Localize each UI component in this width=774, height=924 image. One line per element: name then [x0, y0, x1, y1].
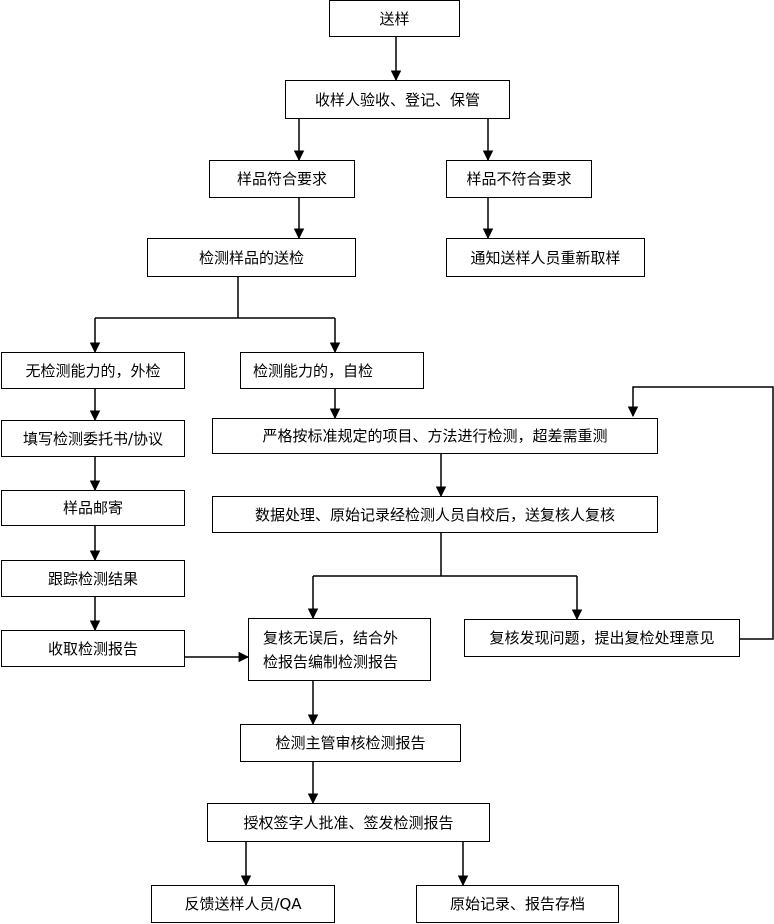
node-no-capability-external: 无检测能力的，外检: [1, 352, 185, 389]
node-sample-not-meets: 样品不符合要求: [446, 160, 592, 198]
node-authorize-issue: 授权签字人批准、签发检测报告: [207, 803, 490, 842]
node-send-sample: 送样: [329, 0, 460, 37]
node-fill-commission-form: 填写检测委托书/协议: [1, 420, 185, 457]
node-review-ok-line-1: 复核无误后，结合外: [263, 628, 399, 647]
node-supervisor-review: 检测主管审核检测报告: [240, 724, 461, 762]
node-archive: 原始记录、报告存档: [416, 885, 619, 923]
node-review-ok-line-2: 检报告编制检测报告: [263, 652, 399, 671]
node-track-results: 跟踪检测结果: [1, 560, 185, 597]
node-review-ok-compile: 复核无误后，结合外 检报告编制检测报告: [248, 618, 431, 681]
node-mail-sample: 样品邮寄: [1, 490, 185, 526]
node-capability-self: 检测能力的，自检: [240, 352, 424, 389]
node-strict-test: 严格按标准规定的项目、方法进行检测，超差需重测: [212, 418, 658, 454]
node-feedback-qa: 反馈送样人员/QA: [151, 885, 335, 923]
node-notify-resample: 通知送样人员重新取样: [446, 238, 645, 277]
edge-review-issue-loop: [627, 386, 774, 640]
node-submit-for-test: 检测样品的送检: [147, 238, 356, 277]
node-data-processing: 数据处理、原始记录经检测人员自校后，送复核人复核: [212, 496, 658, 533]
node-review-issue: 复核发现问题，提出复检处理意见: [464, 619, 740, 657]
node-collect-report: 收取检测报告: [1, 630, 185, 667]
node-receive-register: 收样人验收、登记、保管: [285, 80, 510, 119]
node-sample-meets: 样品符合要求: [209, 160, 355, 198]
